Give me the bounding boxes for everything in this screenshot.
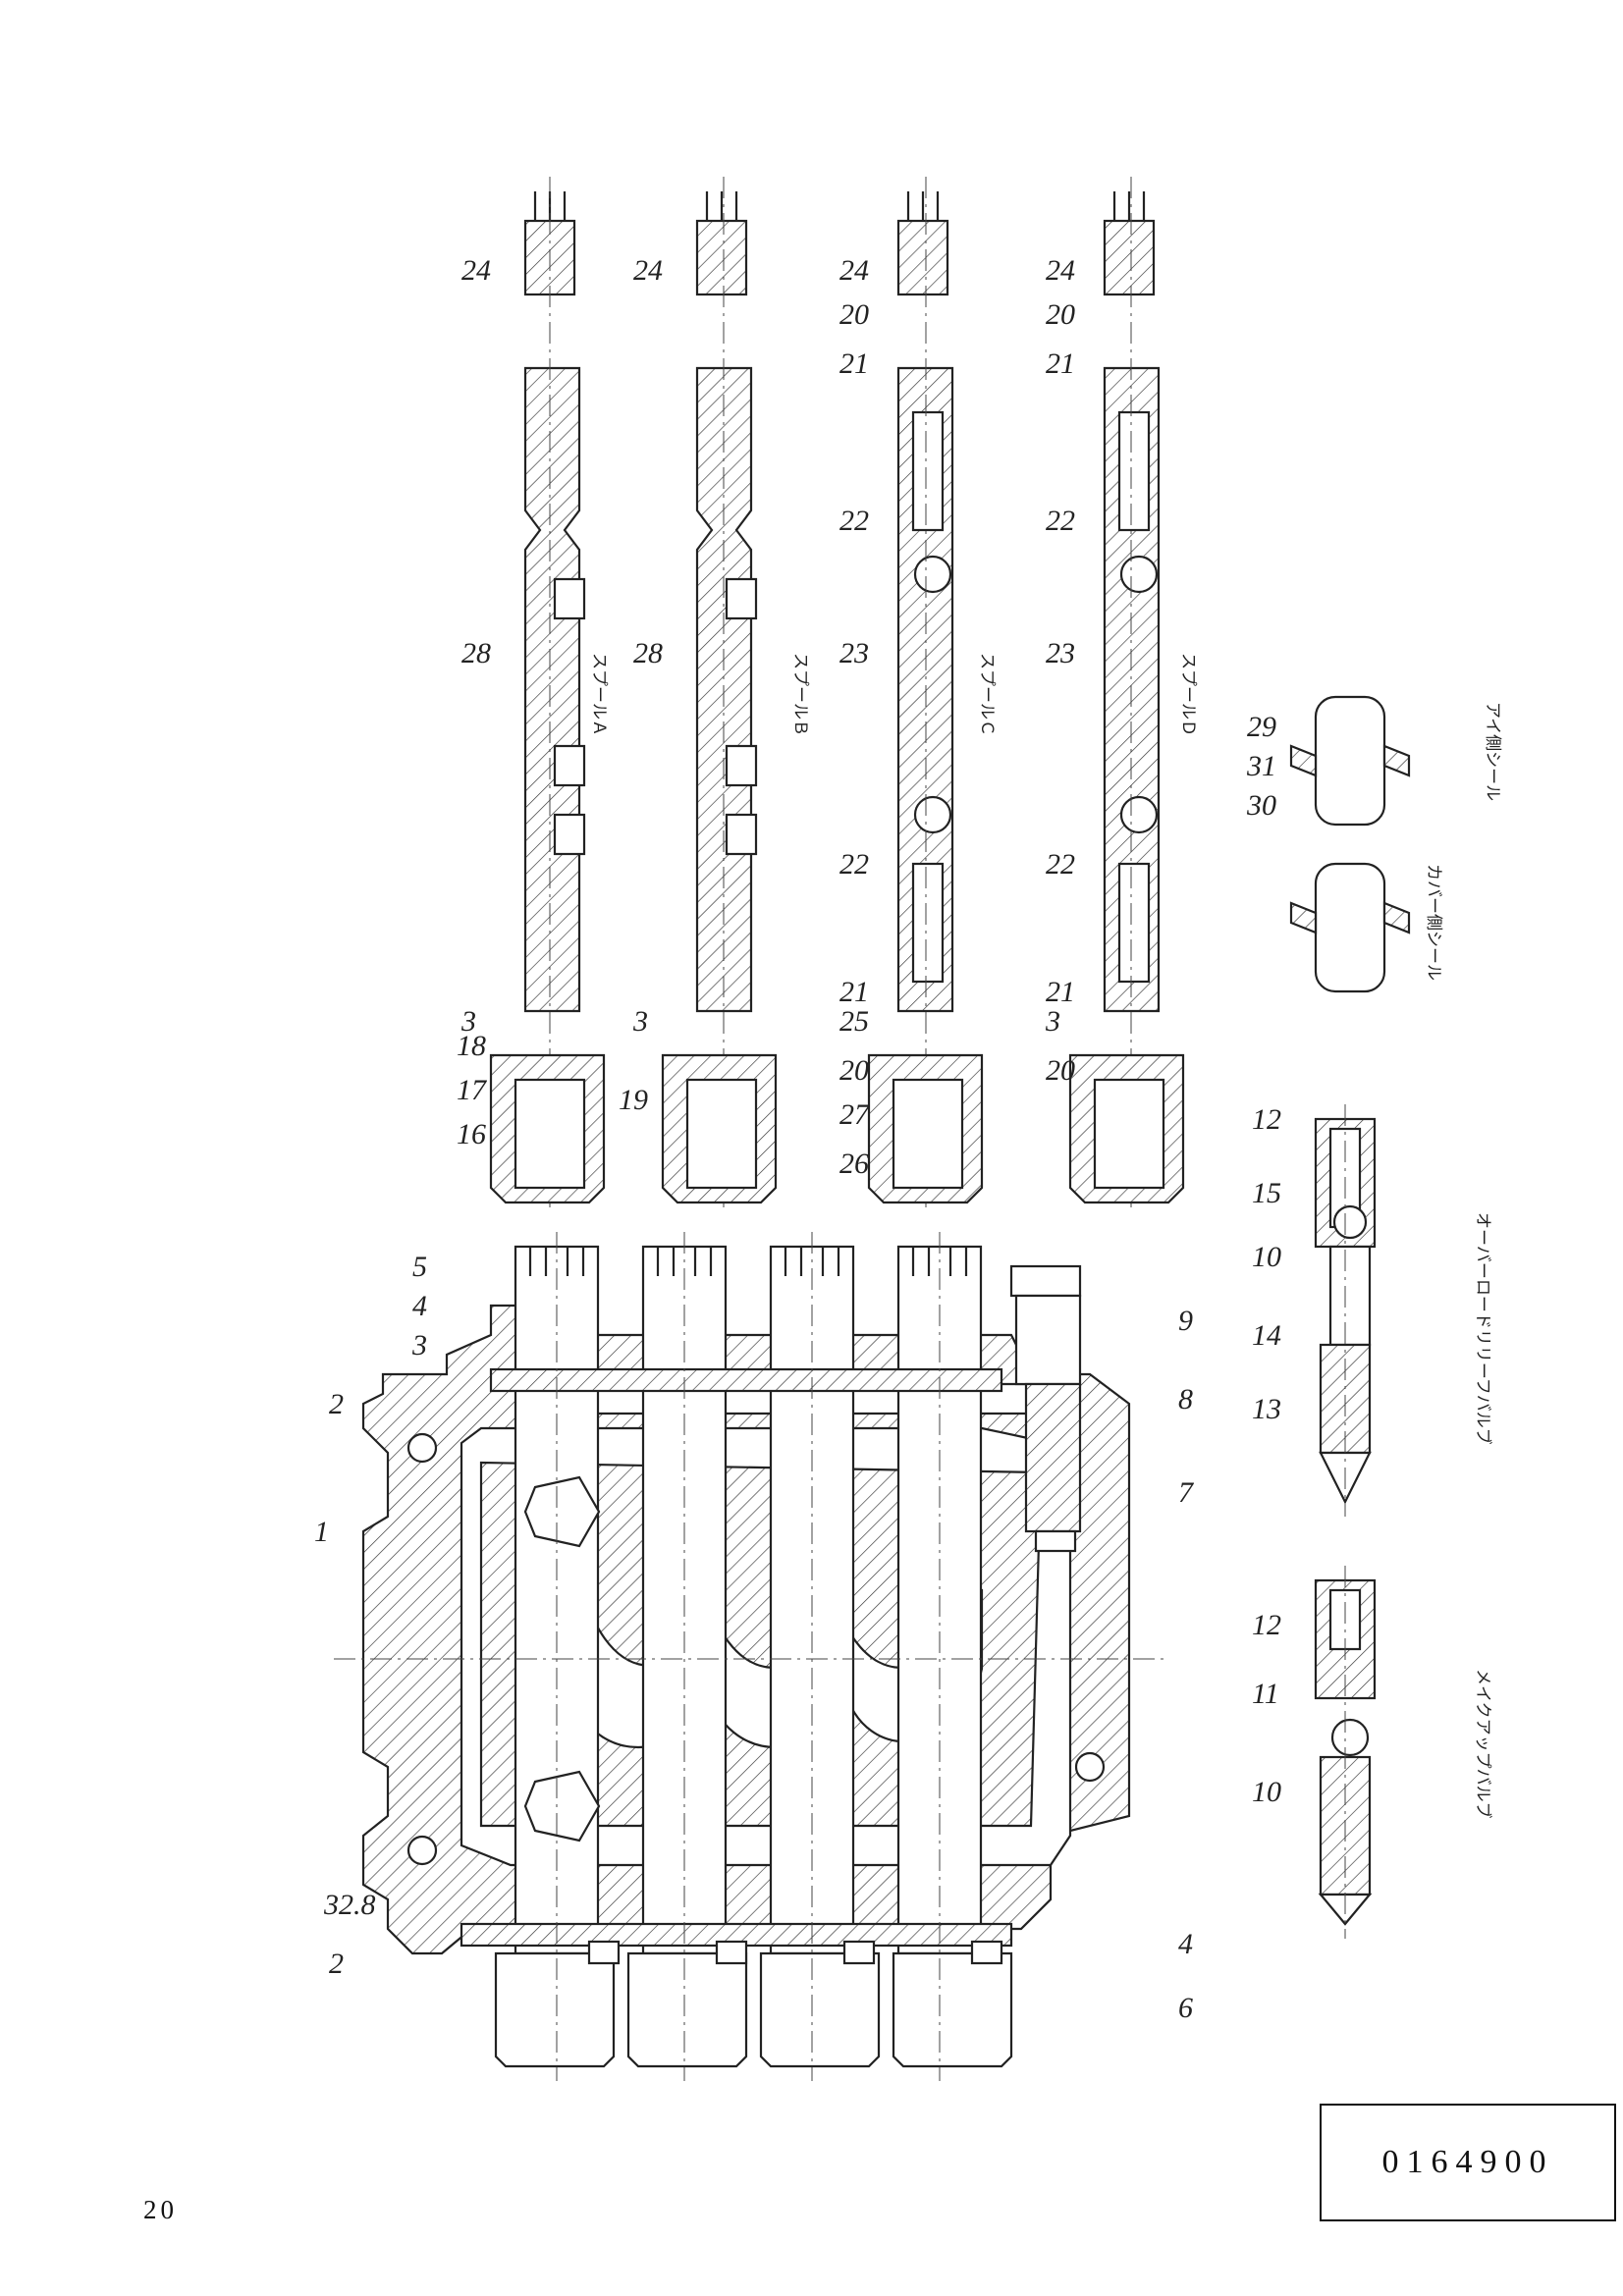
callout-label: 6 xyxy=(1178,1992,1193,2024)
spool-caption: スプールＣ xyxy=(977,653,997,736)
callout-label: 12 xyxy=(1252,1103,1281,1136)
seal-caption: アイ側シール xyxy=(1483,702,1502,801)
spool-row xyxy=(523,177,1161,1207)
callout-label: 13 xyxy=(1252,1393,1281,1425)
callout-label: 29 xyxy=(1247,711,1276,743)
callout-label: 3 xyxy=(411,1329,427,1362)
callout-label: 3 xyxy=(460,1005,476,1038)
callout-label: 26 xyxy=(839,1148,869,1180)
seal-caption: カバー側シール xyxy=(1424,864,1443,981)
callout-label: 20 xyxy=(1046,298,1075,331)
callout-label: 2 xyxy=(329,1948,344,1980)
callout-label: 22 xyxy=(839,505,869,537)
callout-label: 24 xyxy=(839,254,869,287)
callout-label: 30 xyxy=(1246,789,1276,822)
callout-label: 21 xyxy=(839,347,869,380)
callout-label: 1 xyxy=(314,1516,329,1548)
callout-label: 10 xyxy=(1252,1241,1281,1273)
callout-label: 10 xyxy=(1252,1776,1281,1808)
captions: スプールＡ スプールＢ スプールＣ スプールＤ アイ側シール カバー側シール オ… xyxy=(589,653,1502,1819)
callout-label: 20 xyxy=(839,298,869,331)
callout-label: 23 xyxy=(839,637,869,669)
callout-label: 24 xyxy=(461,254,491,287)
callout-label: 20 xyxy=(839,1054,869,1087)
callout-label: 28 xyxy=(633,637,663,669)
callout-label: 15 xyxy=(1252,1177,1281,1209)
callout-label: 28 xyxy=(461,637,491,669)
valve-caption: メイクアップバルブ xyxy=(1473,1669,1493,1819)
spool-1 xyxy=(523,191,586,1013)
callout-label: 31 xyxy=(1246,750,1276,782)
spool-caption: スプールＡ xyxy=(589,653,609,736)
callout-label: 17 xyxy=(457,1074,488,1106)
spool-caption: スプールＤ xyxy=(1178,653,1198,736)
callout-label: 8 xyxy=(1178,1383,1193,1415)
overload-relief-valve xyxy=(1314,1104,1377,1517)
callout-label: 22 xyxy=(839,848,869,881)
callout-label: 19 xyxy=(619,1084,648,1116)
callout-label: 3 xyxy=(632,1005,648,1038)
make-up-valve xyxy=(1314,1566,1377,1939)
spool-caption: スプールＢ xyxy=(790,653,810,736)
callout-label: 9 xyxy=(1178,1305,1193,1337)
callout-labels: 2 1 32.8 2 5 4 3 9 8 7 4 6 24 24 24 20 2… xyxy=(314,254,1281,2024)
callout-label: 24 xyxy=(1046,254,1075,287)
callout-label: 18 xyxy=(457,1030,486,1062)
callout-label: 22 xyxy=(1046,848,1075,881)
callout-label: 25 xyxy=(839,1005,869,1038)
callout-label: 4 xyxy=(412,1290,427,1322)
spool-2 xyxy=(695,191,758,1013)
callout-label: 32.8 xyxy=(323,1889,376,1921)
callout-label: 16 xyxy=(457,1118,486,1150)
callout-label: 23 xyxy=(1046,637,1075,669)
callout-label: 21 xyxy=(839,976,869,1008)
seal-details xyxy=(1289,695,1411,993)
callout-label: 7 xyxy=(1178,1476,1195,1509)
spring-cap-row xyxy=(489,1053,1185,1204)
valve-caption: オーバーロードリリーフバルブ xyxy=(1473,1212,1493,1445)
callout-label: 2 xyxy=(329,1388,344,1420)
callout-label: 12 xyxy=(1252,1609,1281,1641)
callout-label: 27 xyxy=(839,1098,871,1131)
callout-label: 20 xyxy=(1046,1054,1075,1087)
callout-label: 4 xyxy=(1178,1928,1193,1960)
callout-label: 24 xyxy=(633,254,663,287)
document-number-box: 0164900 xyxy=(1320,2104,1616,2221)
valve-body xyxy=(334,1232,1168,2081)
page-number: 20 xyxy=(143,2195,178,2224)
callout-label: 14 xyxy=(1252,1319,1281,1352)
callout-label: 3 xyxy=(1045,1005,1060,1038)
callout-label: 22 xyxy=(1046,505,1075,537)
callout-label: 21 xyxy=(1046,347,1075,380)
callout-label: 11 xyxy=(1252,1678,1279,1710)
callout-label: 5 xyxy=(412,1251,427,1283)
callout-label: 21 xyxy=(1046,976,1075,1008)
